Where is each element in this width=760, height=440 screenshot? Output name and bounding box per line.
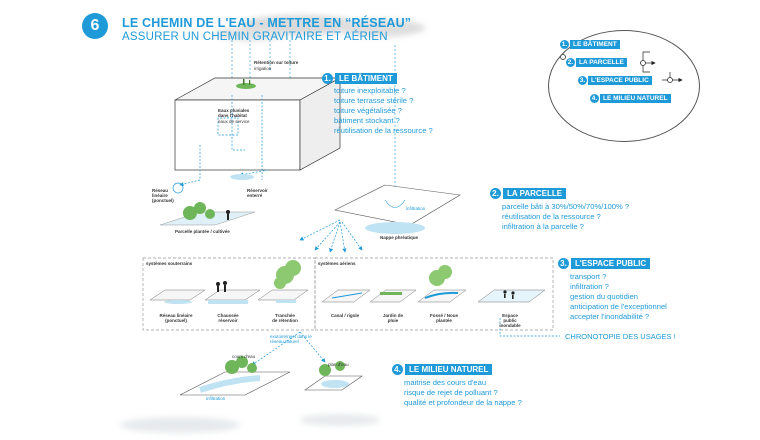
- label-reseau-lineaire-2: Réseau linéaire (ponctuel): [159, 313, 193, 323]
- legend-item-milieu-naturel: 4. LE MILIEU NATUREL: [590, 94, 671, 103]
- label-retention-toiture: Rétention sur toiture: [254, 60, 299, 65]
- section-parcelle-list: parcelle bâti à 30%/50%/70%/100% ? réuti…: [502, 202, 630, 231]
- distribution-arrows: [299, 219, 363, 253]
- parcelle-plane: [334, 184, 461, 234]
- label-cours-eau: cours d'eau: [232, 354, 256, 359]
- label-irrigation: irrigation: [254, 66, 272, 71]
- label-infiltration-2: infiltration: [206, 396, 226, 401]
- label-eaux-pluviales: Eaux pluviales dans l'habitat: [218, 108, 250, 118]
- section-batiment-list: toiture inexploitable ? toiture terrasse…: [334, 86, 433, 135]
- section-espace-public-list: transport ? infiltration ? gestion du qu…: [570, 272, 667, 321]
- legend-item-parcelle: 2. LA PARCELLE: [566, 58, 627, 67]
- scale-legend-circle: [548, 30, 700, 142]
- section-parcelle-header: 2. LA PARCELLE: [490, 188, 567, 199]
- natural-environment: [179, 356, 363, 396]
- building-water-flow: [179, 95, 269, 187]
- section-espace-public-header: 3. L'ESPACE PUBLIC: [558, 258, 651, 269]
- label-infiltration: infiltration: [406, 206, 426, 211]
- building-cube: [174, 77, 341, 171]
- legend-item-espace-public: 3. L'ESPACE PUBLIC: [578, 76, 652, 85]
- section-milieu-naturel-list: maitrise des cours d'eau risque de rejet…: [404, 378, 522, 407]
- label-jardin-pluie: Jardin de pluie: [382, 313, 403, 323]
- natural-arrows: [251, 331, 326, 366]
- label-reseau-lineaire: Réseau linéaire (ponctuel): [152, 188, 174, 203]
- section-number-badge: 6: [82, 13, 108, 39]
- page-title: LE CHEMIN DE L'EAU - METTRE EN “RÉSEAU”: [122, 16, 412, 30]
- label-reservoir-enterre: Réservoir enterré: [247, 188, 268, 198]
- label-systemes-souterrains: systèmes souterrains: [146, 261, 193, 266]
- underground-systems: [149, 260, 309, 304]
- chronotopie-connector: [499, 318, 560, 337]
- cloud-top: [215, 15, 425, 41]
- legend-item-batiment: 1. LE BÂTIMENT: [560, 40, 620, 49]
- label-systemes-aeriens: systèmes aériens: [318, 261, 356, 266]
- label-plan-eau: plan d'eau: [328, 362, 349, 367]
- parcelle-left: [159, 174, 256, 226]
- label-tranchee-retention: Tranchée de rétention: [272, 313, 298, 323]
- section-batiment-header: 1. LE BÂTIMENT: [322, 73, 397, 84]
- section-milieu-naturel-header: 4. LE MILIEU NATUREL: [392, 364, 493, 375]
- bottom-fog: [120, 414, 380, 433]
- panel-souterrains: [142, 257, 316, 331]
- label-fosse-noue: Fossé / Noue plantée: [430, 313, 459, 323]
- page-subtitle: ASSURER UN CHEMIN GRAVITAIRE ET AÉRIEN: [122, 31, 388, 43]
- chronotopie-label: CHRONOTOPIE DES USAGES !: [565, 332, 676, 341]
- label-canal-rigole: Canal / rigole: [330, 313, 360, 318]
- roof-garden: [236, 79, 256, 89]
- label-nappe-phreatique: Nappe phréatique: [380, 235, 419, 240]
- label-eaux-services: eaux de service: [218, 119, 250, 124]
- label-parcelle-plantee: Parcelle plantée / cultivée: [175, 229, 230, 234]
- label-exutoire: exutoire/rejet dans le réseau naturel: [270, 334, 312, 344]
- aerial-systems: [321, 265, 546, 303]
- label-espace-inondable: Espace public inondable: [499, 313, 521, 328]
- label-chaussee-reservoir: Chaussée réservoir: [217, 313, 239, 323]
